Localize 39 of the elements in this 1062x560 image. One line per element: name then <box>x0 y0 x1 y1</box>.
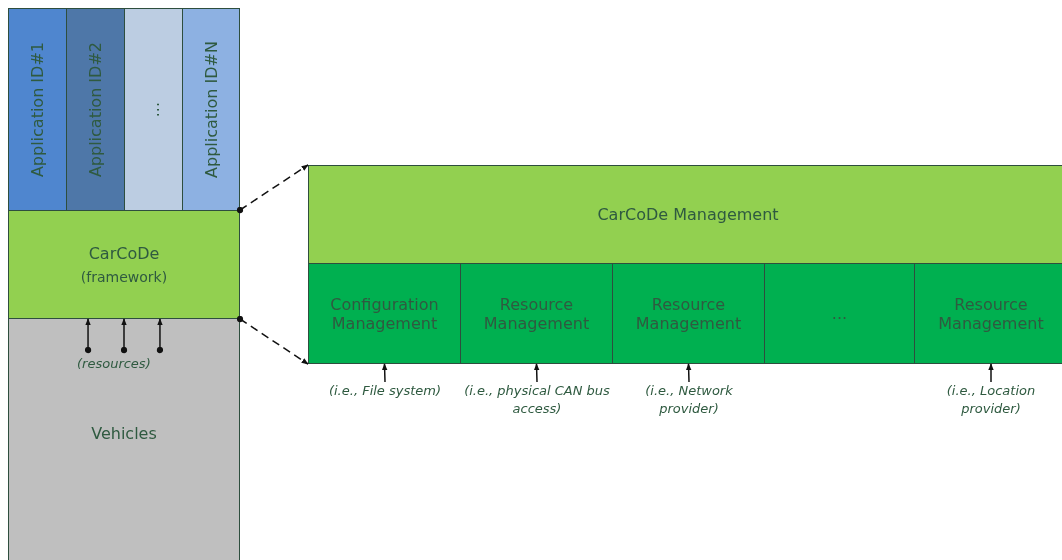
note-text: (i.e., Network provider) <box>614 382 764 422</box>
module-box <box>914 263 1062 364</box>
note-text: (i.e., Location provider) <box>916 382 1062 422</box>
box-label: Application ID#2 <box>86 41 105 178</box>
box-label: ... <box>831 304 848 323</box>
note-text: (i.e., physical CAN bus access) <box>462 382 612 422</box>
box-subtitle: (framework) <box>80 269 168 285</box>
box-label: Vehicles <box>91 424 157 443</box>
note-text: (i.e., File system) <box>310 382 460 422</box>
box-label: Resource Management <box>634 294 743 333</box>
box-label: Resource Management <box>937 294 1045 333</box>
box-label: Configuration Management <box>329 294 440 333</box>
arrow <box>988 363 994 383</box>
arrow <box>685 363 692 383</box>
arrow <box>156 318 164 354</box>
box-label: CarCoDe Management <box>597 205 779 224</box>
module-box <box>308 263 461 364</box>
box-label: Application ID#N <box>201 41 221 178</box>
application-layer <box>182 8 240 211</box>
box-label: CarCoDe <box>88 244 160 263</box>
application-layer <box>8 8 67 211</box>
annotation-text: (resources) <box>77 356 151 371</box>
application-layer <box>66 8 125 211</box>
application-layer <box>124 8 183 211</box>
framework-layer <box>8 210 240 319</box>
box-label: ... <box>144 101 163 118</box>
management-panel <box>308 165 1062 264</box>
vehicles-layer <box>8 318 240 560</box>
box-label: Resource Management <box>482 294 591 333</box>
arrow <box>381 363 388 383</box>
box-label: Application ID#1 <box>28 41 47 178</box>
module-box <box>764 263 915 364</box>
module-box <box>460 263 613 364</box>
arrow <box>533 363 540 383</box>
dashed-connector <box>236 164 309 214</box>
arrow <box>84 318 92 354</box>
module-box <box>612 263 765 364</box>
arrow <box>120 318 128 354</box>
dashed-connector <box>236 315 309 365</box>
